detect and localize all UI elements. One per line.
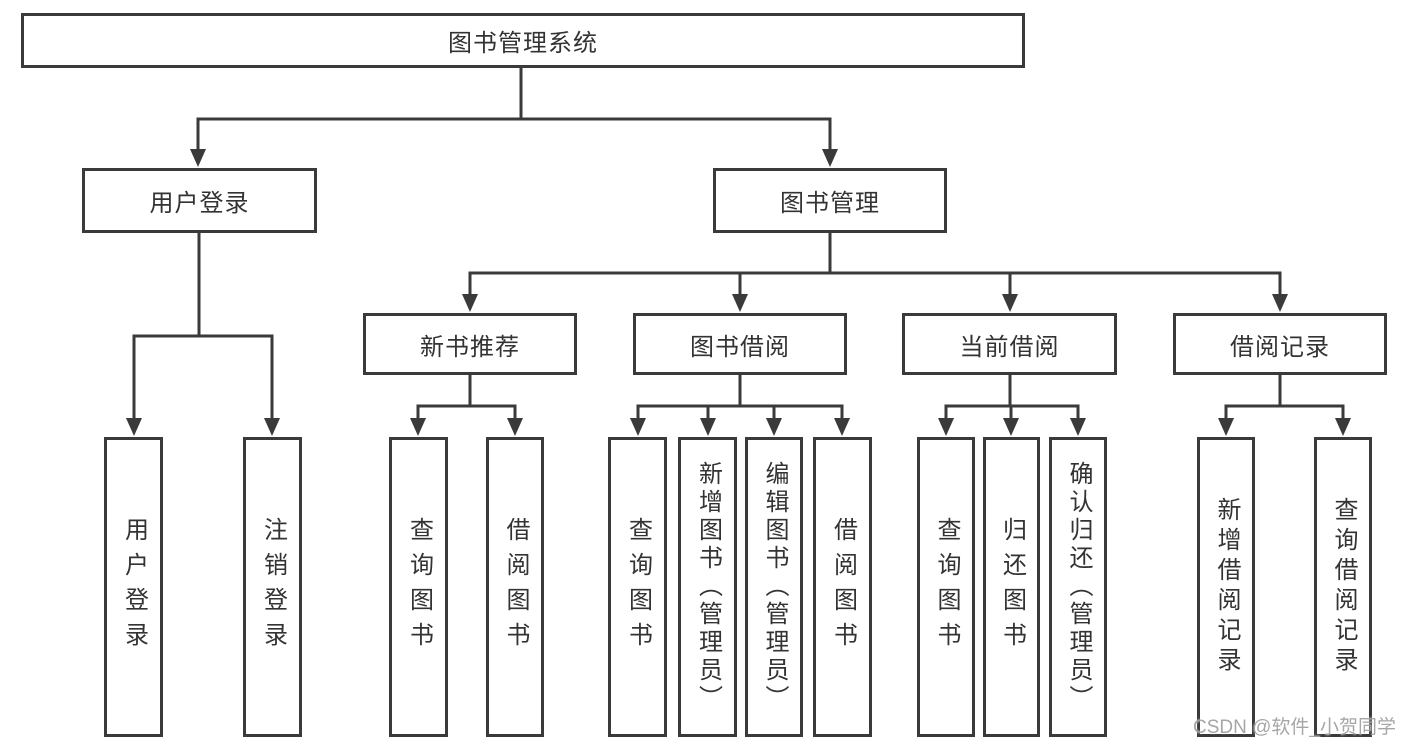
leaf-return-books: 归还图书 — [983, 437, 1040, 737]
arrow-icon — [700, 418, 716, 436]
node-label: 编辑图书（管理员） — [761, 461, 788, 713]
node-label: 查询图书 — [624, 517, 652, 657]
node-label: 借阅图书 — [502, 517, 529, 657]
arrow-icon — [1272, 294, 1288, 312]
arrow-heads — [126, 149, 1351, 436]
arrow-icon — [834, 418, 850, 436]
leaf-query-books-borrowing: 查询图书 — [608, 437, 667, 737]
leaf-logout: 注销登录 — [243, 437, 302, 737]
node-label: 当前借阅 — [959, 333, 1060, 361]
leaf-add-books-admin: 新增图书（管理员） — [678, 437, 737, 737]
watermark: CSDN @软件_小贺同学 — [1193, 717, 1396, 738]
connector-bookborrow-to-leaves — [636, 375, 844, 421]
node-new-book-recommend: 新书推荐 — [363, 313, 577, 375]
node-label: 新增借阅记录 — [1213, 497, 1240, 677]
connector-borrowrecords-to-leaves — [1224, 375, 1345, 421]
node-label: 查询借阅记录 — [1330, 497, 1357, 677]
connector-userlogin-to-leaves — [132, 233, 274, 421]
node-label: 图书管理系统 — [448, 30, 598, 57]
node-user-login: 用户登录 — [82, 168, 317, 233]
arrow-icon — [1070, 418, 1086, 436]
leaf-user-login: 用户登录 — [104, 437, 163, 737]
arrow-icon — [1003, 418, 1019, 436]
arrow-icon — [766, 418, 782, 436]
node-current-borrowing: 当前借阅 — [902, 313, 1117, 375]
node-borrowing-records: 借阅记录 — [1173, 313, 1387, 375]
node-label: 注销登录 — [259, 517, 287, 657]
arrow-icon — [1335, 418, 1351, 436]
arrow-icon — [462, 294, 478, 312]
node-label: 借阅记录 — [1230, 333, 1330, 361]
leaf-query-books-current: 查询图书 — [917, 437, 975, 737]
node-label: 图书管理 — [780, 190, 880, 217]
node-label: 新书推荐 — [420, 333, 520, 361]
leaf-query-books-recommend: 查询图书 — [389, 437, 448, 737]
node-root-library-system: 图书管理系统 — [21, 13, 1025, 68]
node-label: 查询图书 — [933, 517, 960, 657]
node-label: 图书借阅 — [690, 333, 790, 361]
arrow-icon — [822, 149, 838, 167]
node-label: 归还图书 — [998, 517, 1026, 657]
arrow-icon — [1218, 418, 1234, 436]
arrow-icon — [190, 149, 206, 167]
node-label: 用户登录 — [120, 517, 148, 657]
connector-bookmgmt-to-level3 — [468, 233, 1282, 297]
arrow-icon — [630, 418, 646, 436]
arrow-icon — [507, 418, 523, 436]
node-label: 确认归还（管理员） — [1065, 461, 1092, 713]
leaf-query-borrow-record: 查询借阅记录 — [1314, 437, 1372, 737]
connector-newbookrec-to-leaves — [416, 375, 517, 421]
arrow-icon — [264, 418, 280, 436]
leaf-add-borrow-record: 新增借阅记录 — [1197, 437, 1255, 737]
node-book-borrowing: 图书借阅 — [633, 313, 847, 375]
connector-root-to-level2 — [196, 68, 832, 152]
arrow-icon — [1002, 294, 1018, 312]
arrow-icon — [732, 294, 748, 312]
leaf-borrow-books: 借阅图书 — [813, 437, 872, 737]
node-label: 借阅图书 — [829, 517, 857, 657]
node-label: 新增图书（管理员） — [694, 461, 722, 713]
leaf-confirm-return-admin: 确认归还（管理员） — [1049, 437, 1107, 737]
node-label: 查询图书 — [405, 517, 433, 657]
node-label: 用户登录 — [149, 190, 250, 217]
arrow-icon — [938, 418, 954, 436]
arrow-icon — [410, 418, 426, 436]
leaf-borrow-books-recommend: 借阅图书 — [486, 437, 544, 737]
leaf-edit-books-admin: 编辑图书（管理员） — [745, 437, 803, 737]
node-book-management: 图书管理 — [713, 168, 947, 233]
connector-currentborrow-to-leaves — [944, 375, 1080, 421]
arrow-icon — [126, 418, 142, 436]
